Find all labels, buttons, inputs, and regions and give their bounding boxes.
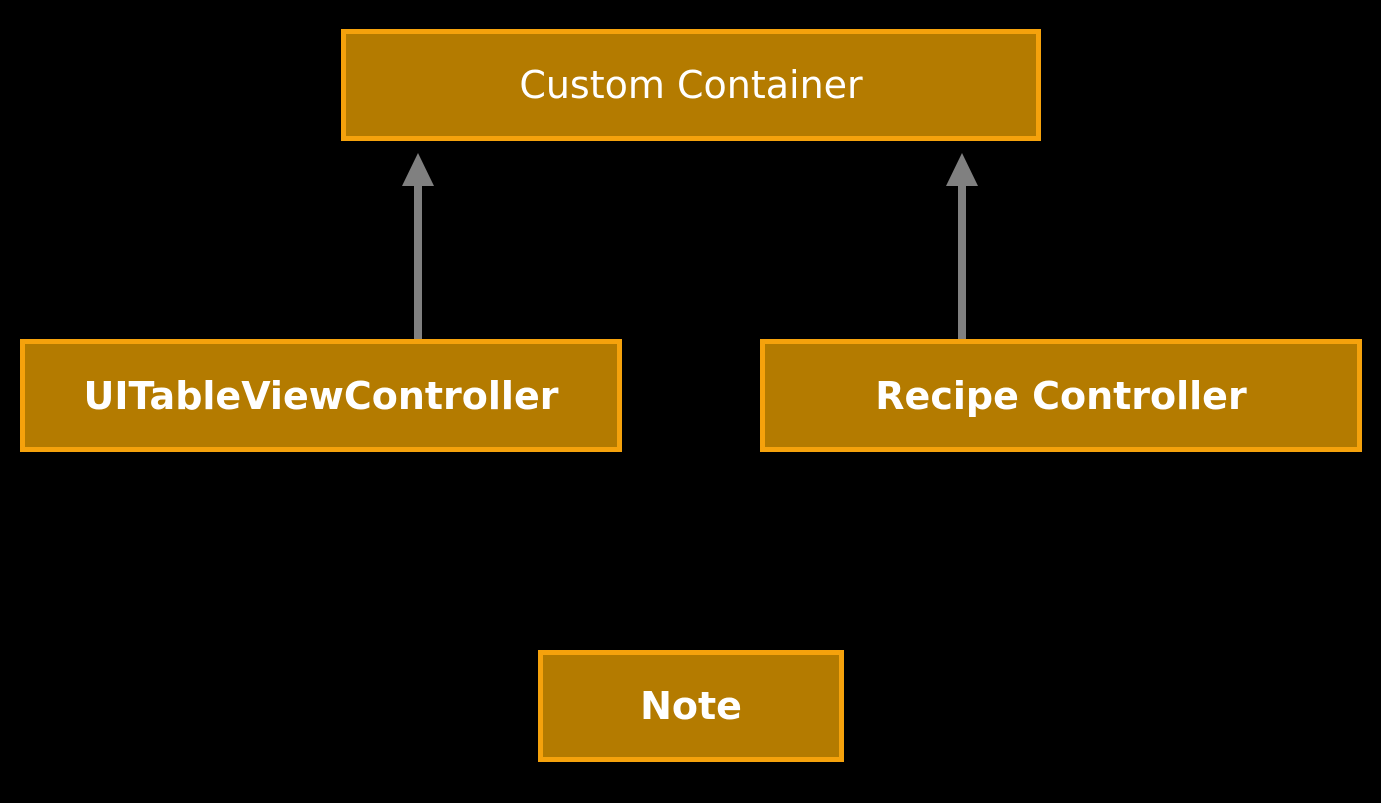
node-uitableviewcontroller-label: UITableViewController bbox=[83, 373, 559, 418]
node-recipe-controller-label: Recipe Controller bbox=[875, 373, 1247, 418]
node-note: Note bbox=[538, 650, 844, 762]
node-recipe-controller: Recipe Controller bbox=[760, 339, 1362, 452]
node-uitableviewcontroller: UITableViewController bbox=[20, 339, 622, 452]
arrow-recipe-controller-to-custom-container bbox=[946, 153, 978, 339]
node-custom-container-label: Custom Container bbox=[519, 63, 863, 107]
node-note-label: Note bbox=[640, 684, 742, 728]
node-custom-container: Custom Container bbox=[341, 29, 1041, 141]
arrow-uitableviewcontroller-to-custom-container bbox=[402, 153, 434, 339]
